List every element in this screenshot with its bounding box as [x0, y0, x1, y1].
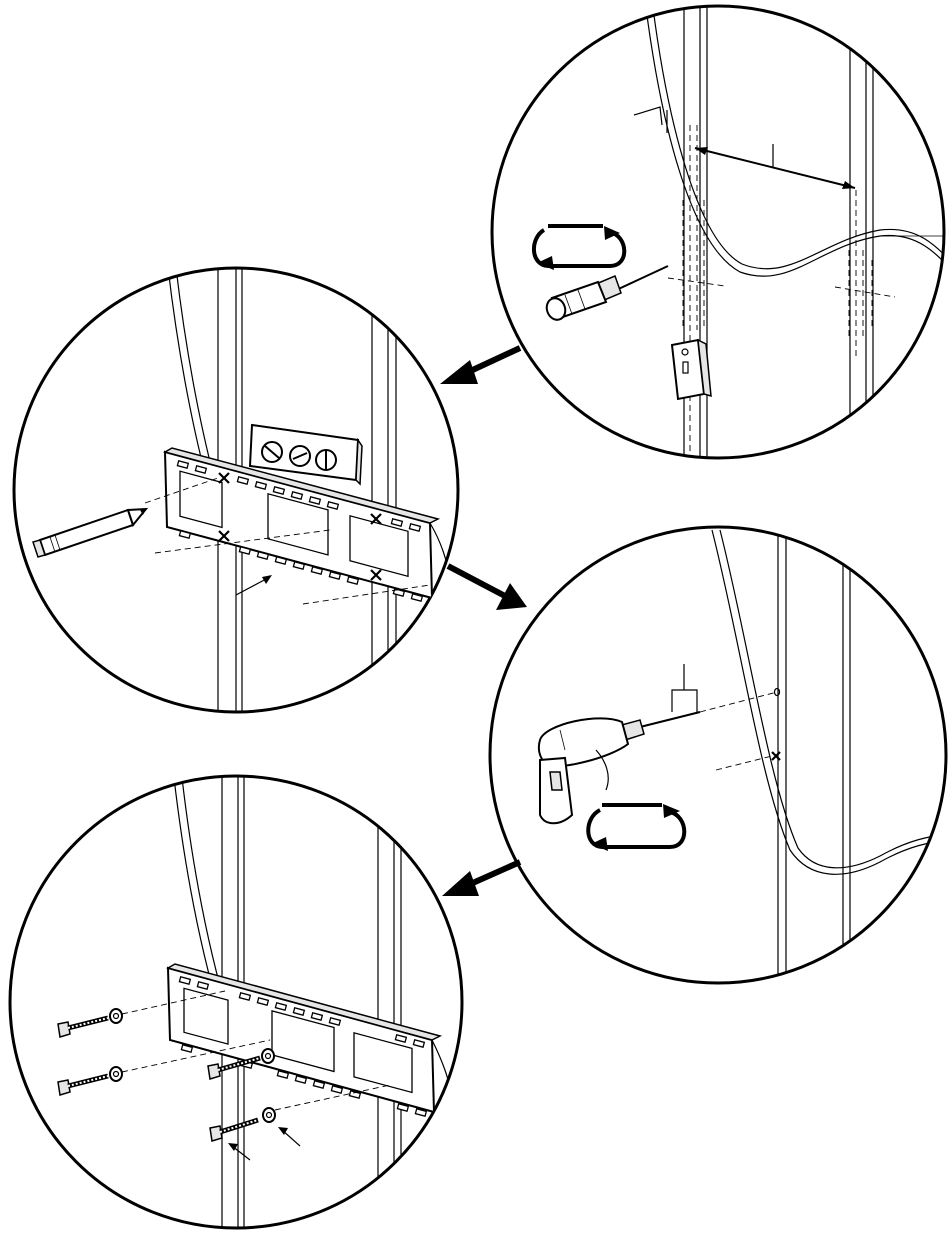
wall-outlet-icon: [672, 340, 711, 399]
arrow-step2-to-step3: [448, 566, 527, 610]
arrow-step3-to-step4: [442, 862, 520, 896]
panel-step-locate-studs: [492, 0, 950, 470]
arrow-step1-to-step2: [440, 348, 520, 384]
panel-step-drill-pilot-holes: [490, 520, 950, 990]
panel-step-attach-plate: [10, 760, 462, 1240]
panel-step-mark-holes: [14, 250, 458, 720]
